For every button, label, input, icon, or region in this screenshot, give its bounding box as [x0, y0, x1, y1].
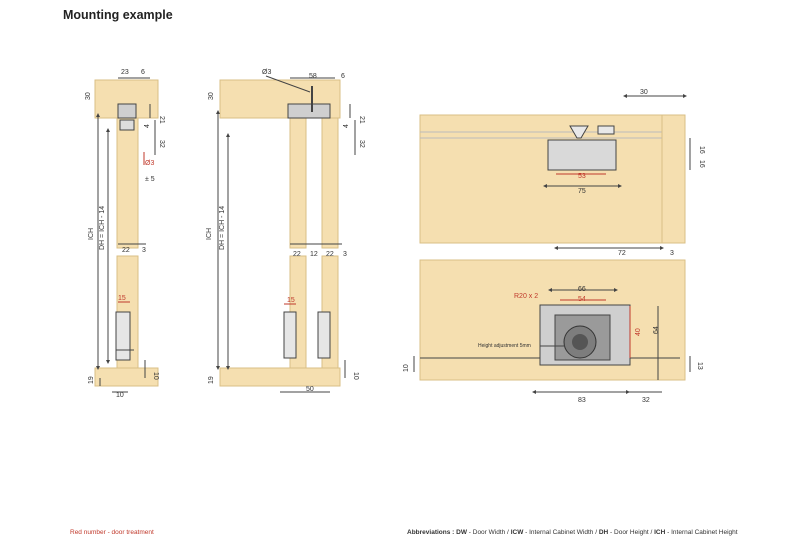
d3-dim-3: 3 [670, 250, 674, 257]
d2-dim-12: 12 [310, 251, 318, 258]
bottom-panel [94, 367, 159, 387]
drawing1-labels: 23 6 30 21 4 32 Ø3 ± 5 ICH DH = ICH - 14… [85, 69, 165, 399]
d1-dim-10-right: 10 [152, 372, 159, 380]
d3-dim-16b: 16 [698, 160, 705, 168]
footer-abbreviations: Abbreviations : DW - Door Width / ICW - … [407, 529, 738, 536]
d3-dim-75: 75 [578, 188, 586, 195]
abbr-dw: DW [456, 529, 467, 536]
d1-dh: DH = ICH - 14 [99, 206, 106, 250]
d4-r20x2: R20 x 2 [514, 293, 538, 300]
d1-dim-phi3: Ø3 [145, 160, 154, 167]
top-panel [419, 114, 686, 244]
d1-dim-6: 6 [141, 69, 145, 76]
d4-dim-40: 40 [635, 328, 642, 336]
abbr-icw: ICW [510, 529, 524, 536]
d3-dim-53: 53 [578, 173, 586, 180]
d2-dim-22-left: 22 [293, 251, 301, 258]
abbr-ich-text: - Internal Cabinet Height [665, 529, 738, 536]
d2-dim-21: 21 [358, 116, 365, 124]
d1-dim-32: 32 [158, 140, 165, 148]
d4-dim-54: 54 [578, 296, 586, 303]
top-bracket [547, 139, 617, 171]
door-panel-upper [116, 117, 139, 249]
d2-dim-30: 30 [208, 92, 215, 100]
abbr-icw-text: - Internal Cabinet Width / [523, 529, 599, 536]
d2-dim-3: 3 [343, 251, 347, 258]
abbr-dw-text: - Door Width / [466, 529, 511, 536]
d2-dim-6: 6 [341, 73, 345, 80]
d2-dim-58: 58 [309, 73, 317, 80]
d2-ich: ICH [206, 228, 213, 240]
bottom-guide-right [317, 311, 331, 359]
bottom-guide [115, 311, 131, 361]
abbr-label: Abbreviations : [407, 529, 457, 536]
d3-dim-72: 72 [618, 250, 626, 257]
top-track [117, 103, 137, 119]
d3-dim-16a: 16 [698, 146, 705, 154]
drawing-double-door [216, 75, 356, 393]
d2-dim-15: 15 [287, 297, 295, 304]
footer-note: Red number - door treatment [70, 529, 154, 536]
d1-dim-4: 4 [144, 124, 151, 128]
rail-screw [569, 125, 589, 139]
d4-dim-32: 32 [642, 397, 650, 404]
d2-dh: DH = ICH - 14 [219, 206, 226, 250]
drawing2-labels: Ø3 58 6 30 21 4 32 ICH DH = ICH - 14 22 … [206, 69, 365, 393]
top-track [287, 103, 331, 119]
page-title: Mounting example [63, 8, 173, 22]
drawing-single-door [94, 77, 159, 393]
d2-dim-4: 4 [343, 124, 350, 128]
drawing-top-view [419, 94, 691, 250]
bottom-panel [219, 367, 341, 387]
d4-height-adj: Height adjustment 5mm [478, 343, 531, 349]
bottom-guide-left [283, 311, 297, 359]
d4-dim-13: 13 [696, 362, 703, 370]
roller-fitting [119, 119, 135, 131]
drawing-bottom-view [413, 259, 691, 394]
d3-dim-30: 30 [640, 89, 648, 96]
d1-dim-21: 21 [158, 116, 165, 124]
abbr-dh-text: - Door Height / [608, 529, 655, 536]
drawing3-labels: 30 16 16 53 75 72 3 [578, 89, 705, 257]
d2-dim-22-right: 22 [326, 251, 334, 258]
d1-dim-30: 30 [85, 92, 92, 100]
d1-dim-22: 22 [122, 247, 130, 254]
d1-dim-pm5: ± 5 [145, 176, 155, 183]
rail-clip [597, 125, 615, 135]
d1-dim-15: 15 [118, 295, 126, 302]
d4-dim-66: 66 [578, 286, 586, 293]
d1-ich: ICH [88, 228, 95, 240]
d1-dim-23: 23 [121, 69, 129, 76]
drawing4-labels: R20 x 2 66 54 40 64 Height adjustment 5m… [403, 286, 703, 404]
door-left-upper [289, 117, 307, 249]
d4-dim-83: 83 [578, 397, 586, 404]
d2-dim-10: 10 [352, 372, 359, 380]
d2-dim-32: 32 [358, 140, 365, 148]
d2-dim-phi3: Ø3 [262, 69, 271, 76]
d4-dim-10: 10 [403, 364, 410, 372]
d4-dim-64: 64 [653, 326, 660, 334]
abbr-dh: DH [598, 529, 609, 536]
abbr-ich: ICH [654, 529, 666, 536]
d1-dim-10-bottom: 10 [116, 392, 124, 399]
d1-dim-19: 19 [88, 376, 95, 384]
d2-dim-19: 19 [208, 376, 215, 384]
d2-dim-50: 50 [306, 386, 314, 393]
door-right-upper [321, 117, 339, 249]
d1-dim-3: 3 [142, 247, 146, 254]
